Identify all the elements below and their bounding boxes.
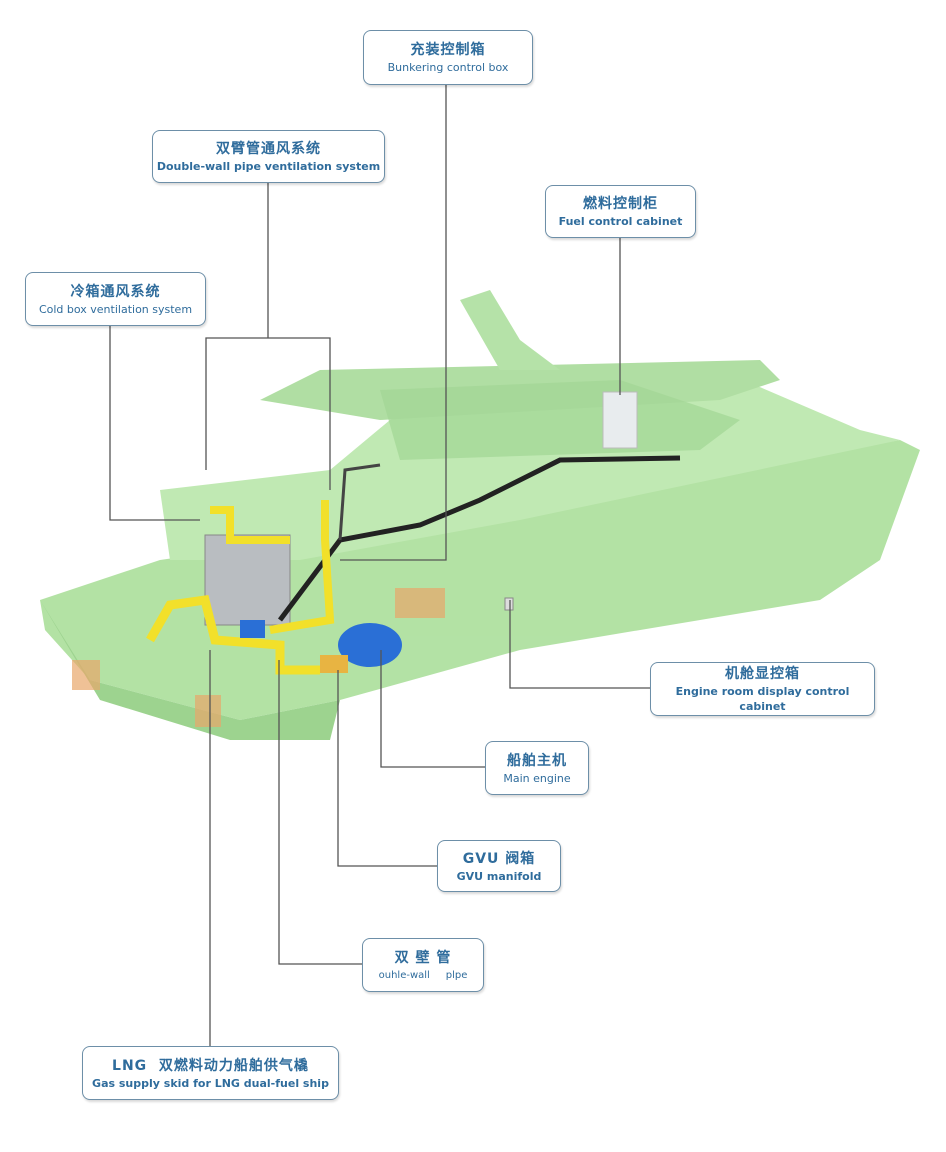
ship-hull (40, 290, 920, 740)
label-en: Main engine (503, 771, 571, 785)
label-zh: GVU 阀箱 (462, 850, 536, 867)
label-main-engine: 船舶主机 Main engine (485, 741, 589, 795)
label-en: Cold box ventilation system (38, 302, 193, 316)
label-en: Fuel control cabinet (558, 215, 683, 228)
label-zh: 船舶主机 (507, 752, 567, 769)
label-engine-room-display: 机舱显控箱 Engine room display control cabine… (650, 662, 875, 716)
label-double-wall-pipe: 双 壁 管 ouhle-wall plpe (362, 938, 484, 992)
label-en: GVU manifold (456, 869, 542, 883)
label-en: ouhle-wall plpe (378, 969, 468, 981)
equipment (72, 391, 681, 727)
label-double-wall-ventilation: 双臂管通风系统 Double-wall pipe ventilation sys… (152, 130, 385, 183)
gas-skid-icon (204, 534, 291, 626)
gvu-icon (320, 655, 348, 673)
label-zh: 燃料控制柜 (583, 196, 658, 212)
label-zh: 充装控制箱 (410, 42, 486, 58)
label-en: Bunkering control box (387, 61, 509, 74)
double-wall-pipe-line (278, 455, 681, 622)
label-zh: LNG 双燃料动力船舶供气橇 (112, 1057, 309, 1074)
label-bunkering-control-box: 充装控制箱 Bunkering control box (363, 30, 533, 85)
label-fuel-control-cabinet: 燃料控制柜 Fuel control cabinet (545, 185, 696, 238)
label-zh: 双 壁 管 (394, 949, 452, 966)
label-en: Engine room display control cabinet (675, 685, 850, 713)
main-engine-icon (338, 623, 402, 667)
leader-lines (109, 84, 650, 1046)
label-gvu-manifold: GVU 阀箱 GVU manifold (437, 840, 561, 892)
fuel-control-cabinet-icon (602, 391, 638, 449)
label-zh: 机舱显控箱 (725, 666, 800, 682)
label-cold-box-ventilation: 冷箱通风系统 Cold box ventilation system (25, 272, 206, 326)
label-zh: 冷箱通风系统 (70, 283, 161, 300)
label-en: Double-wall pipe ventilation system (156, 160, 381, 173)
yellow-gas-pipe (146, 594, 320, 675)
label-zh: 双臂管通风系统 (216, 141, 321, 157)
label-gas-supply-skid: LNG 双燃料动力船舶供气橇 Gas supply skid for LNG d… (82, 1046, 339, 1100)
label-en: Gas supply skid for LNG dual-fuel ship (92, 1076, 329, 1090)
